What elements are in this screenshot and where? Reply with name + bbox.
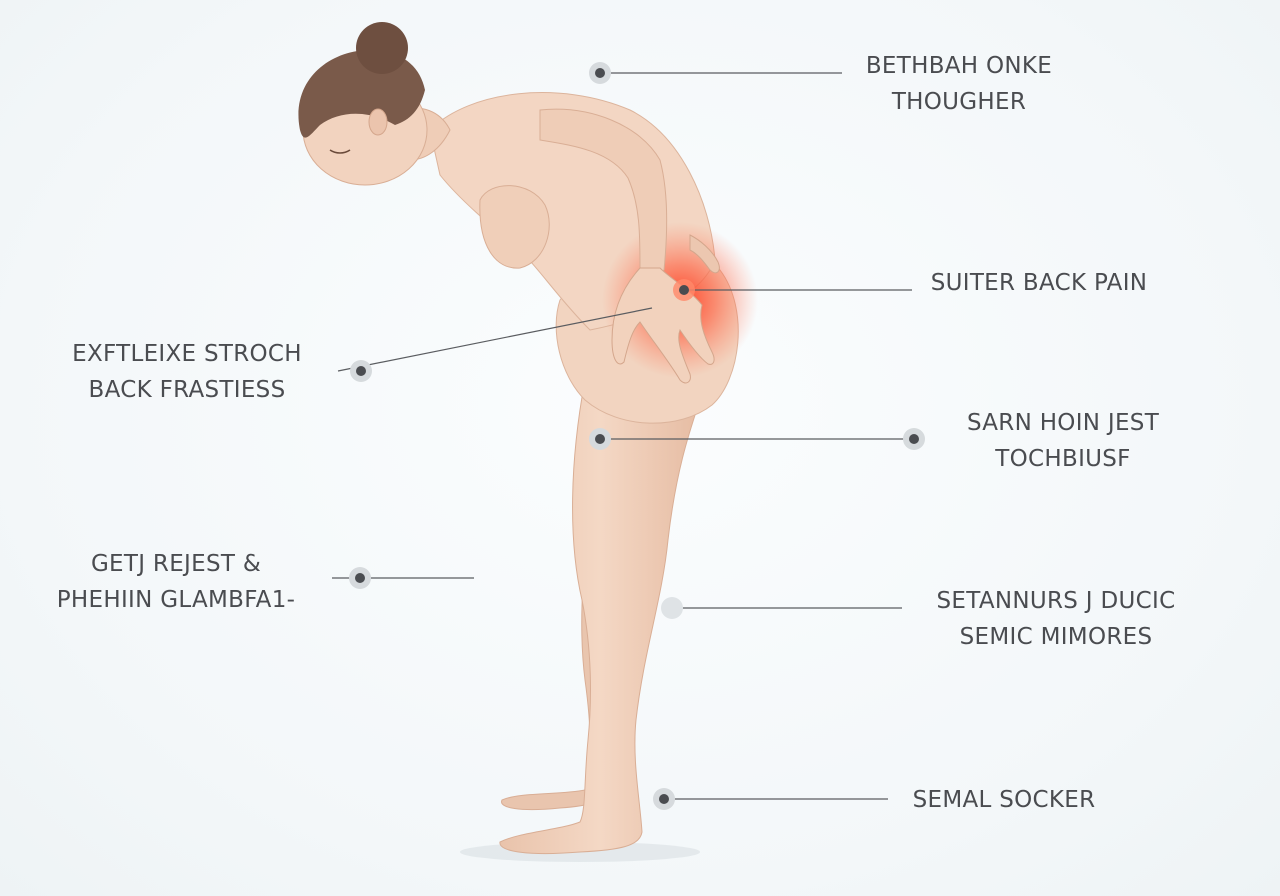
label-top-right-line1: BETHBAH ONKE — [865, 53, 1053, 79]
breast — [479, 185, 550, 269]
label-left-lower-line2: PHEHIIN GLAMBFA1- — [56, 587, 296, 613]
label-knee-right: SETANNURS J DUCIC SEMIC MIMORES — [914, 583, 1198, 655]
back-hand — [689, 234, 720, 274]
label-left-lower-line1: GETJ REJEST & — [90, 551, 262, 577]
label-top-right-line2: THOUGHER — [891, 89, 1027, 115]
callout-lines — [332, 72, 914, 800]
eye — [329, 149, 351, 154]
marker-left-upper — [350, 360, 372, 382]
hair — [298, 50, 425, 138]
callout-line-left-upper — [337, 307, 653, 372]
label-lower-back: SUITER BACK PAIN — [914, 265, 1164, 301]
label-knee-right-line2: SEMIC MIMORES — [959, 624, 1153, 650]
callout-markers — [349, 62, 925, 810]
label-lower-back-line1: SUITER BACK PAIN — [930, 270, 1148, 296]
marker-thigh-left — [589, 428, 611, 450]
label-thigh-right-line2: TOCHBIUSF — [995, 446, 1131, 472]
marker-lower-back — [673, 279, 695, 301]
label-knee-right-line1: SETANNURS J DUCIC — [936, 588, 1176, 614]
marker-knee — [661, 597, 683, 619]
label-left-lower: GETJ REJEST & PHEHIIN GLAMBFA1- — [40, 546, 312, 618]
front-leg — [499, 379, 701, 854]
marker-left-lower — [349, 567, 371, 589]
label-foot-right: SEMAL SOCKER — [892, 782, 1116, 818]
marker-foot — [653, 788, 675, 810]
label-left-upper: EXFTLEIXE STROCH BACK FRASTIESS — [56, 336, 318, 408]
label-thigh-right-line1: SARN HOIN JEST — [966, 410, 1160, 436]
label-top-right: BETHBAH ONKE THOUGHER — [846, 48, 1072, 120]
label-foot-right-line1: SEMAL SOCKER — [912, 787, 1096, 813]
label-thigh-right: SARN HOIN JEST TOCHBIUSF — [940, 405, 1186, 477]
marker-top-right — [589, 62, 611, 84]
marker-thigh-right — [903, 428, 925, 450]
label-left-upper-line2: BACK FRASTIESS — [88, 377, 286, 403]
label-left-upper-line1: EXFTLEIXE STROCH — [72, 341, 302, 367]
ear — [368, 108, 388, 136]
hair-bun — [356, 22, 408, 74]
